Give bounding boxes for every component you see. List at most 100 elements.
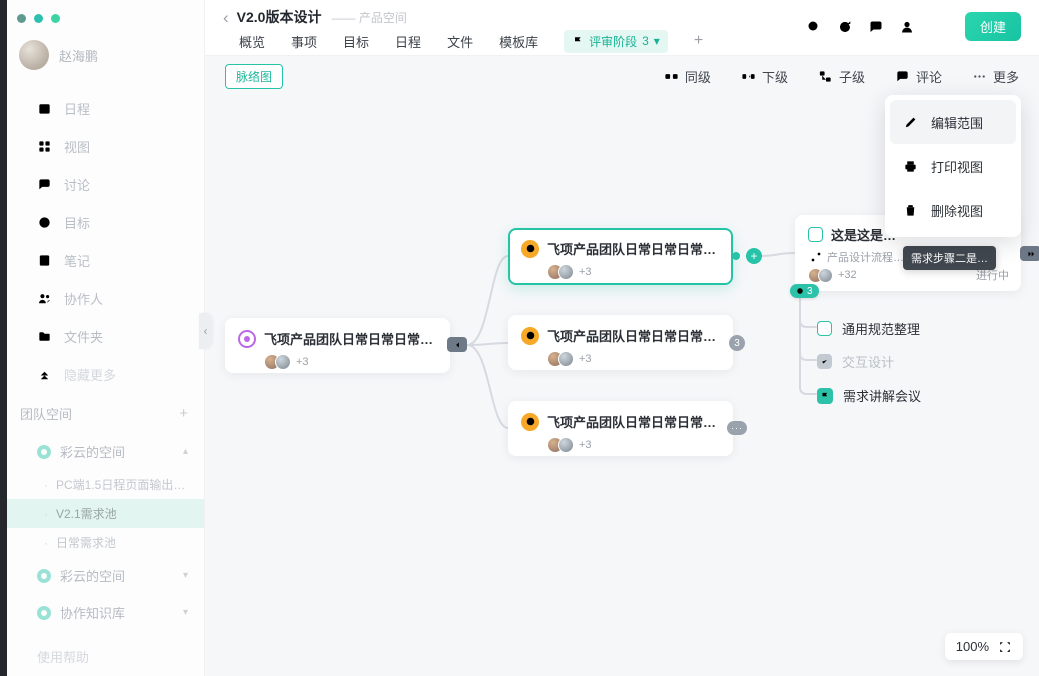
task-node[interactable]: 飞项产品团队日常日常日常安… +3 [508,315,733,370]
more-members: +3 [579,266,592,278]
sidebar-item-label: 目标 [64,215,91,231]
subtask-checkbox-checked[interactable] [817,354,832,369]
linked-flow-label[interactable]: 产品设计流程… [827,252,904,264]
fit-screen-icon[interactable] [998,640,1012,654]
create-button[interactable]: 创建 [964,12,1021,41]
tab-items[interactable]: 事项 [291,34,318,50]
window-controls [7,0,204,23]
zoom-control[interactable]: 100% [944,633,1023,660]
sidebar-item-notes[interactable]: 笔记 [7,241,204,279]
expand-right-button[interactable] [1020,246,1039,261]
canvas-toolbar: 脉络图 同级 下级 子级 [225,63,1019,89]
add-node-plus-button[interactable]: + [746,248,762,264]
window-minimize-button[interactable] [34,14,43,23]
add-tab-button[interactable]: + [693,32,704,49]
tab-goals[interactable]: 目标 [343,34,370,50]
sidebar-item-label: 日程 [64,101,91,117]
collapse-up-icon [37,367,52,382]
add-child-button[interactable]: 子级 [818,67,865,86]
meeting-icon [817,387,833,404]
root-node[interactable]: 飞项产品团队日常日常日常安… +3 [225,318,450,373]
comment-button[interactable]: 评论 [895,67,942,86]
sidebar-item-views[interactable]: 视图 [7,127,204,165]
space-icon [37,568,51,583]
window-edge [0,0,7,676]
list-menu-icon[interactable] [167,649,182,664]
sidebar-item-v21-requirement-pool[interactable]: · V2.1需求池 [7,499,204,528]
sidebar-group-knowledge-base[interactable]: 协作知识库 ▾ [7,594,204,631]
sidebar-item-collaborators[interactable]: 协作人 [7,279,204,317]
sidebar-collapse-handle[interactable]: ‹ [199,313,212,349]
collapsed-more-badge[interactable]: ··· [727,421,747,435]
bullet-icon: · [44,477,48,492]
menu-item-delete-view[interactable]: 删除视图 [890,188,1016,232]
edit-icon [903,115,918,130]
tab-overview[interactable]: 概览 [239,34,266,50]
subtask-row-done[interactable]: 交互设计 [817,352,894,371]
subtask-count-pill[interactable]: 3 [790,284,819,298]
search-icon[interactable] [806,19,822,35]
caret-down-icon[interactable]: ▾ [182,570,188,581]
sidebar-item-label: 视图 [64,139,91,155]
tab-review-stage[interactable]: 评审阶段 3 ▾ [564,29,668,53]
stage-count: 3 [642,34,649,48]
sibling-icon [664,69,679,84]
sidebar-item-schedule[interactable]: 日程 [7,89,204,127]
status-badge: 进行中 [976,270,1009,282]
add-sibling-button[interactable]: 同级 [664,67,711,86]
subtask-checkbox[interactable] [817,321,832,336]
bullet-icon: · [44,506,48,521]
task-icon [521,326,539,345]
node-handle-dot[interactable] [732,252,740,260]
caret-up-icon[interactable]: ▴ [182,446,188,457]
sidebar-item-pc-schedule-output[interactable]: · PC端1.5日程页面输出… [44,477,186,493]
child-count-badge[interactable]: 3 [729,335,745,351]
collapse-branch-button[interactable] [447,337,467,352]
caret-down-icon[interactable]: ▾ [182,607,188,618]
avatar [558,264,574,280]
add-lower-level-button[interactable]: 下级 [741,67,788,86]
tab-templates[interactable]: 模板库 [499,34,539,50]
task-checkbox[interactable] [808,227,823,242]
flow-link-icon [810,251,822,263]
avatar [19,40,49,70]
mindmap-canvas[interactable]: 脉络图 同级 下级 子级 [205,56,1039,676]
window-zoom-button[interactable] [51,14,60,23]
comment-icon[interactable] [868,19,884,35]
refresh-icon[interactable] [837,19,853,35]
user-profile[interactable]: 赵海鹏 [19,39,204,71]
sidebar: 赵海鹏 日程 视图 讨论 目标 笔记 [7,0,205,676]
avatar [818,267,833,283]
sidebar-group-caiyun-space-2[interactable]: 彩云的空间 ▾ [7,557,204,594]
back-chevron-icon[interactable]: ‹ [223,7,229,27]
task-node[interactable]: 飞项产品团队日常日常日常安… +3 [508,401,733,456]
folder-icon [37,329,52,344]
comment-icon [895,69,910,84]
sidebar-item-goals[interactable]: 目标 [7,203,204,241]
tooltip: 需求步骤二是… [903,246,996,270]
sidebar-item-hide-more[interactable]: 隐藏更多 [7,355,204,393]
sidebar-group-caiyun-space[interactable]: 彩云的空间 ▴ [7,433,204,470]
menu-item-edit-scope[interactable]: 编辑范围 [890,100,1016,144]
user-icon[interactable] [899,19,915,35]
add-space-icon[interactable]: + [179,404,188,422]
tab-files[interactable]: 文件 [447,34,474,50]
meeting-row[interactable]: 需求讲解会议 [817,386,921,405]
sidebar-item-folders[interactable]: 文件夹 [7,317,204,355]
task-node-selected[interactable]: 飞项产品团队日常日常日常安… +3 [508,228,733,285]
sidebar-item-daily-requirement-pool[interactable]: · 日常需求池 [44,535,117,551]
more-button[interactable]: 更多 [972,67,1019,86]
avatar [558,351,574,367]
hamburger-icon[interactable] [930,19,946,35]
sidebar-nav: 日程 视图 讨论 目标 笔记 协作人 [7,89,204,393]
view-type-badge[interactable]: 脉络图 [225,63,284,89]
main-area: ‹ V2.0版本设计 —— 产品空间 概览 事项 目标 日程 文件 模板库 评审… [205,0,1039,676]
task-icon [521,412,539,431]
sidebar-item-discussion[interactable]: 讨论 [7,165,204,203]
subtask-row[interactable]: 通用规范整理 [817,319,920,338]
help-link[interactable]: 使用帮助 [37,650,90,665]
tab-schedule[interactable]: 日程 [395,34,422,50]
menu-item-print-view[interactable]: 打印视图 [890,144,1016,188]
window-close-button[interactable] [17,14,26,23]
